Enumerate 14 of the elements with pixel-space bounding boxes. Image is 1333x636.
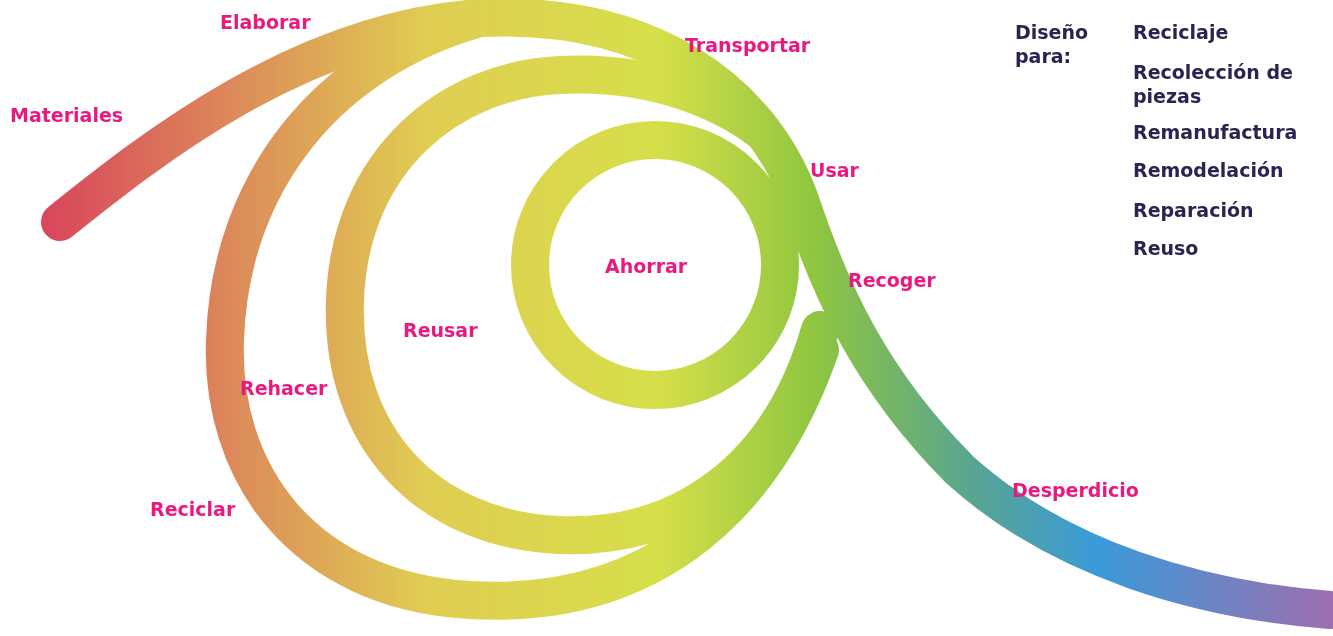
list-item: Remanufactura bbox=[1133, 120, 1298, 144]
stage-label: Reusar bbox=[403, 318, 478, 342]
stage-label: Elaborar bbox=[220, 10, 311, 34]
list-item: Reuso bbox=[1133, 236, 1199, 260]
stage-label: Reciclar bbox=[150, 497, 236, 521]
stage-label: Desperdicio bbox=[1012, 478, 1139, 502]
stage-label: Usar bbox=[810, 158, 859, 182]
list-item: Reciclaje bbox=[1133, 20, 1229, 44]
stage-label: Materiales bbox=[10, 103, 124, 127]
list-item: Remodelación bbox=[1133, 158, 1284, 182]
list-item: Reparación bbox=[1133, 198, 1254, 222]
stage-label: Ahorrar bbox=[605, 254, 688, 278]
list-item: Recolección de piezas bbox=[1133, 60, 1294, 108]
heading-text: Diseño para: bbox=[1015, 20, 1090, 68]
